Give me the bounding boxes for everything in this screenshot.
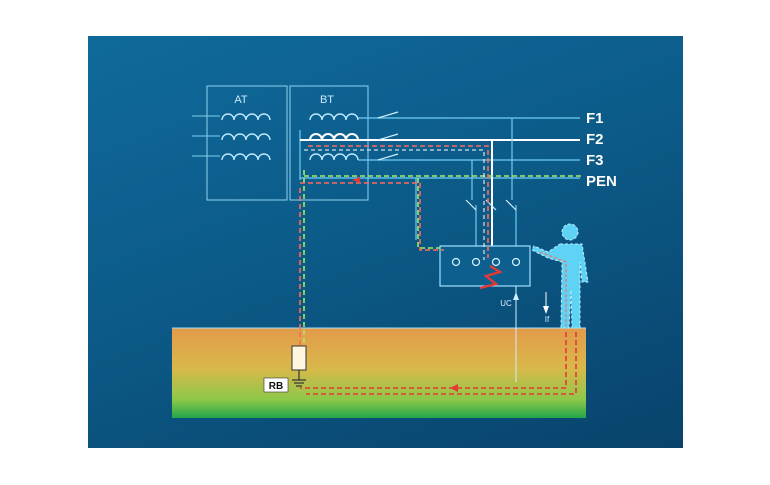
return-current-arrow (450, 384, 458, 392)
fault-loop-return (304, 149, 485, 260)
earth-return-path (300, 332, 577, 395)
primary-feed-lines (192, 115, 220, 157)
faulted-phase-conductor (300, 139, 580, 260)
line-switches (377, 111, 399, 161)
transformer-bt-coils (309, 113, 359, 161)
rb-label: RB (269, 381, 283, 392)
transformer-bt-box (289, 85, 369, 201)
line-label-f2: F2 (586, 131, 604, 148)
transformer-at-box (206, 85, 288, 201)
fault-current-label: If (545, 315, 550, 324)
ground-soil (172, 328, 586, 418)
line-label-f1: F1 (586, 110, 604, 127)
touch-voltage-arrow (513, 292, 519, 300)
line-label-pen: PEN (586, 173, 617, 190)
line-label-f3: F3 (586, 152, 604, 169)
transformer-bt-label: BT (320, 94, 334, 106)
equipment-terminals (451, 257, 521, 267)
bus-lines (299, 117, 580, 180)
ground-icon (292, 370, 306, 387)
touch-voltage-label: UC (500, 299, 512, 308)
rb-label-box (263, 377, 289, 393)
body-current-path (539, 251, 567, 326)
ground-resistance-symbol (291, 345, 307, 371)
transformer-at-coils (221, 113, 271, 161)
pen-current-arrow (352, 177, 360, 183)
person-figure (531, 223, 589, 329)
fault-spark-icon (479, 264, 503, 290)
fault-current-arrow (543, 306, 549, 314)
pen-conductor-path (303, 170, 584, 345)
transformer-at-label: AT (234, 94, 248, 106)
